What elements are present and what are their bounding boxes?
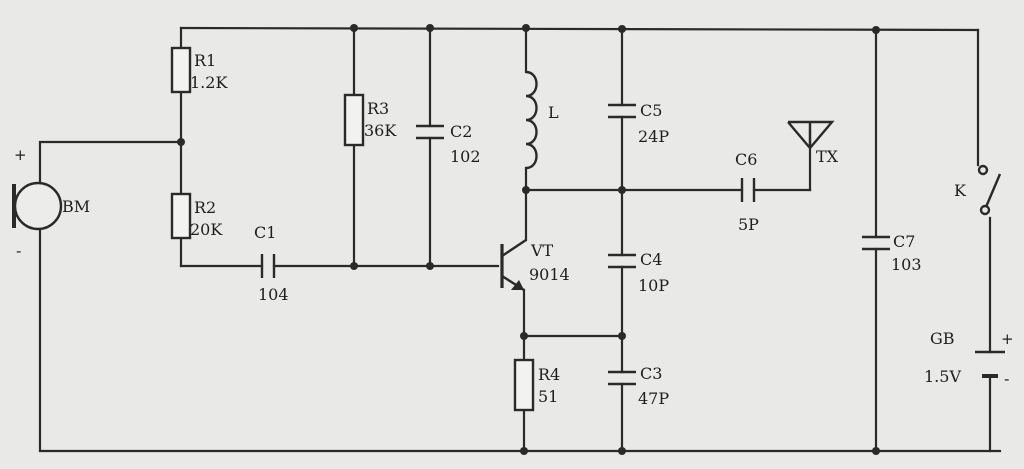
resistor-r2: R2 20K bbox=[170, 192, 223, 240]
l-label: L bbox=[548, 103, 559, 122]
capacitor-c5: C5 24P bbox=[608, 101, 669, 146]
r2-value: 20K bbox=[190, 220, 223, 239]
c5-value: 24P bbox=[638, 127, 669, 146]
resistor-r4: R4 51 bbox=[513, 358, 560, 412]
c1-label: C1 bbox=[254, 223, 276, 242]
c7-label: C7 bbox=[893, 232, 915, 251]
resistor-r3: R3 36K bbox=[343, 93, 397, 147]
c4-label: C4 bbox=[640, 250, 662, 269]
capacitor-c3: C3 47P bbox=[608, 364, 669, 408]
gb-label: GB bbox=[930, 329, 955, 348]
gb-value: 1.5V bbox=[924, 367, 961, 386]
vt-value: 9014 bbox=[529, 265, 570, 284]
antenna-tx: TX bbox=[787, 120, 839, 166]
tx-label: TX bbox=[816, 147, 839, 166]
c1-value: 104 bbox=[258, 285, 289, 304]
c3-value: 47P bbox=[638, 389, 669, 408]
bm-plus: + bbox=[14, 146, 27, 164]
junction-dots bbox=[177, 24, 880, 455]
resistor-r1: R1 1.2K bbox=[170, 46, 228, 94]
r2-label: R2 bbox=[194, 198, 216, 217]
circuit-wiring bbox=[38, 26, 1002, 453]
c6-label: C6 bbox=[735, 150, 757, 169]
r4-label: R4 bbox=[538, 365, 560, 384]
c5-label: C5 bbox=[640, 101, 662, 120]
capacitor-c1: C1 104 bbox=[254, 223, 289, 304]
c3-label: C3 bbox=[640, 364, 662, 383]
inductor-l: L bbox=[525, 70, 559, 170]
capacitor-c4: C4 10P bbox=[608, 250, 669, 295]
c4-value: 10P bbox=[638, 276, 669, 295]
vt-label: VT bbox=[530, 241, 554, 260]
bm-label: BM bbox=[62, 197, 90, 216]
battery-gb: GB 1.5V + - bbox=[924, 329, 1014, 388]
transistor-vt: VT 9014 bbox=[500, 239, 570, 292]
capacitor-c2: C2 102 bbox=[416, 122, 481, 166]
bm-minus: - bbox=[16, 242, 21, 260]
microphone-bm: BM + - bbox=[12, 146, 90, 260]
switch-k: K bbox=[954, 164, 1002, 216]
c6-value: 5P bbox=[738, 215, 759, 234]
r4-value: 51 bbox=[538, 387, 558, 406]
gb-plus: + bbox=[1001, 330, 1014, 348]
k-label: K bbox=[954, 181, 967, 200]
r1-value: 1.2K bbox=[190, 73, 228, 92]
capacitor-c7: C7 103 bbox=[862, 232, 922, 274]
c7-value: 103 bbox=[891, 255, 922, 274]
r1-label: R1 bbox=[194, 51, 216, 70]
capacitor-c6: C6 5P bbox=[735, 150, 759, 234]
r3-label: R3 bbox=[367, 99, 389, 118]
r3-value: 36K bbox=[364, 121, 397, 140]
c2-value: 102 bbox=[450, 147, 481, 166]
c2-label: C2 bbox=[450, 122, 472, 141]
gb-minus: - bbox=[1004, 370, 1009, 388]
